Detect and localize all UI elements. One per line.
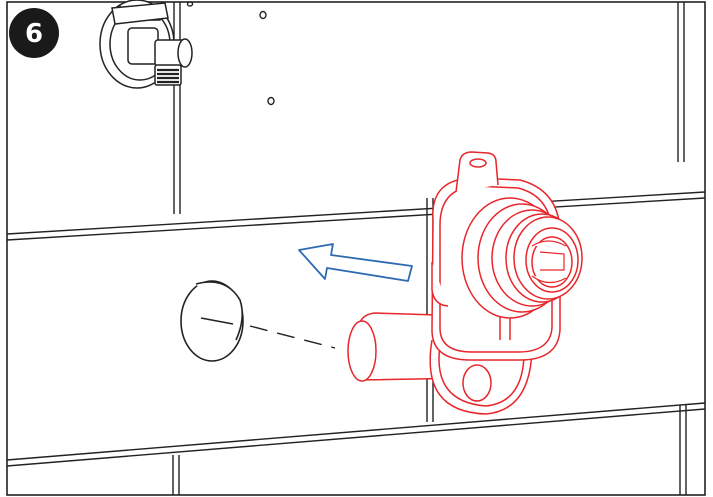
arrow-left-icon [298, 243, 413, 282]
alignment-guide [249, 325, 336, 349]
step-number: 6 [25, 19, 43, 49]
drain-cap-icon [180, 280, 244, 362]
angle-valve-icon [99, 0, 193, 89]
screw-holes [186, 1, 275, 106]
step-badge: 6 [9, 8, 59, 58]
siphon-trap-part [347, 151, 583, 415]
